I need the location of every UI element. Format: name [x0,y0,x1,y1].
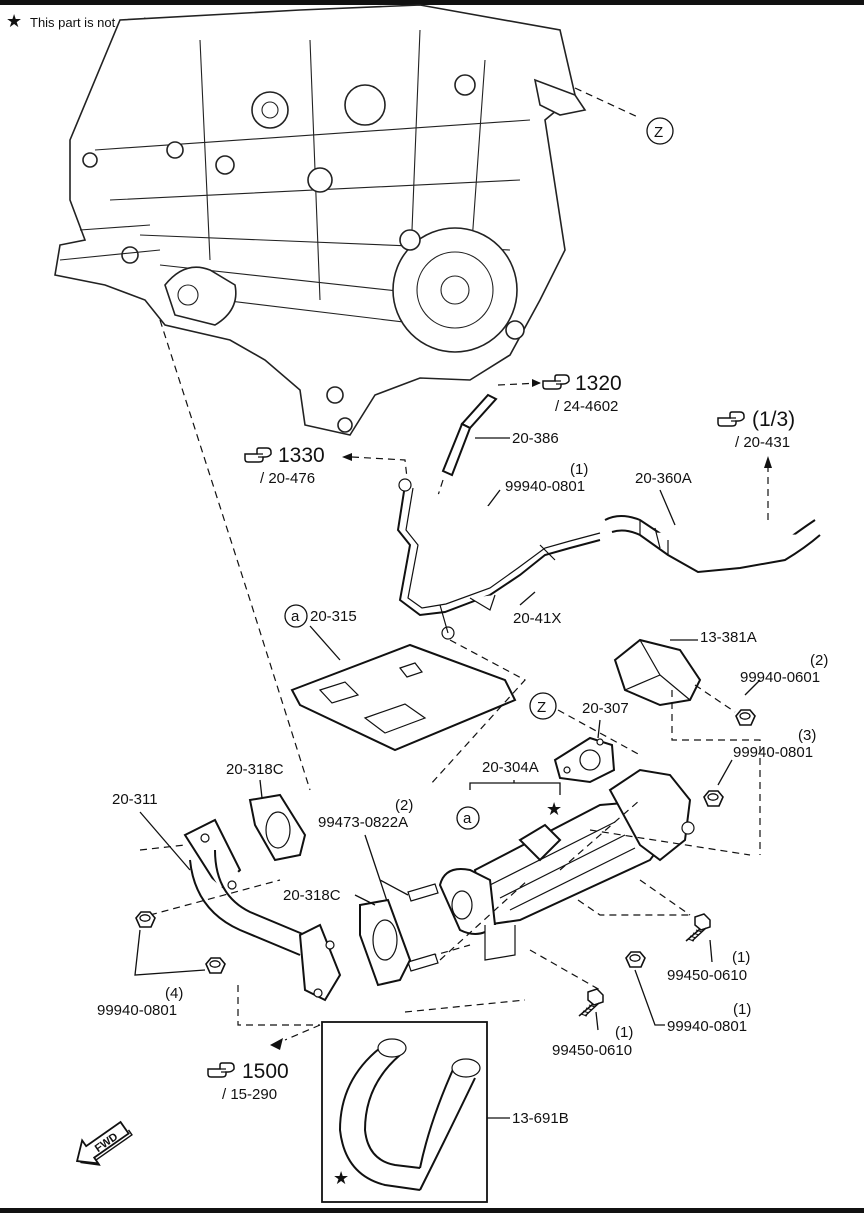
part-99450-0610-right: (1) 99450-0610 [639,879,750,984]
part-20-41X: 20-41X [396,478,601,640]
ref-1320: 1320 / 24-4602 [497,372,622,415]
svg-text:20-318C: 20-318C [283,887,341,904]
svg-text:99473-0822A: 99473-0822A [318,814,408,831]
svg-text:1500: 1500 [242,1060,289,1083]
svg-text:/ 20-476: / 20-476 [260,470,315,487]
svg-text:99940-0801: 99940-0801 [505,478,585,495]
pointing-hand-icon [717,411,745,427]
part-20-360A: 20-360A [604,470,821,574]
bottom-border [0,1208,864,1213]
svg-text:99450-0610: 99450-0610 [667,967,747,984]
svg-text:1330: 1330 [278,444,325,467]
part-99940-0801-bottom: (1) 99940-0801 [625,951,751,1035]
star-icon: ★ [6,11,22,31]
callout-z-lower: Z [529,692,641,756]
star-icon: ★ [546,799,562,819]
part-20-304A: 20-304A ★ a [438,759,751,991]
svg-text:(2): (2) [810,652,828,669]
part-20-386: 20-386 [429,393,559,521]
part-99473-0822A: (2) 99473-0822A [318,797,439,972]
svg-text:(2): (2) [395,797,413,814]
part-13-381A: 13-381A [613,629,761,855]
part-99940-0801-left: (4) 99940-0801 [97,911,226,1019]
part-20-318C-top: 20-318C [226,761,307,862]
part-20-311: 20-311 [112,791,342,1002]
pointing-hand-icon [542,374,570,390]
svg-text:20-304A: 20-304A [482,759,539,776]
part-99940-0801-mid: (3) 99940-0801 [703,727,816,807]
part-99940-0601: (2) 99940-0601 [694,652,828,726]
svg-text:(4): (4) [165,985,183,1002]
fwd-arrow-icon: FWD [75,1120,133,1166]
part-20-307: 20-307 [553,700,629,784]
svg-text:(1): (1) [615,1024,633,1041]
svg-text:20-307: 20-307 [582,700,629,717]
svg-text:a: a [291,608,300,625]
svg-text:(1): (1) [570,461,588,478]
svg-text:20-360A: 20-360A [635,470,692,487]
svg-text:99450-0610: 99450-0610 [552,1042,632,1059]
part-20-318C-mid: 20-318C [283,887,412,987]
svg-text:99940-0801: 99940-0801 [733,744,813,761]
top-border [0,0,864,5]
svg-text:/ 15-290: / 15-290 [222,1086,277,1103]
star-icon: ★ [333,1168,349,1188]
part-20-315: a 20-315 [284,604,526,786]
svg-text:20-315: 20-315 [310,608,357,625]
ref-1330: 1330 / 20-476 [244,444,408,487]
ref-1500: 1500 / 15-290 [207,1038,289,1103]
ref-1-3: (1/3) / 20-431 [717,408,795,525]
part-13-691B: ★ 13-691B [321,1021,569,1203]
svg-text:Z: Z [654,124,663,141]
svg-text:/ 24-4602: / 24-4602 [555,398,618,415]
svg-text:13-691B: 13-691B [512,1110,569,1127]
svg-text:20-386: 20-386 [512,430,559,447]
svg-text:/ 20-431: / 20-431 [735,434,790,451]
svg-text:20-318C: 20-318C [226,761,284,778]
svg-text:99940-0601: 99940-0601 [740,669,820,686]
svg-text:1320: 1320 [575,372,622,395]
svg-text:Z: Z [537,699,546,716]
svg-text:20-41X: 20-41X [513,610,561,627]
svg-text:20-311: 20-311 [112,791,158,808]
pointing-hand-icon [244,447,272,463]
svg-text:99940-0801: 99940-0801 [667,1018,747,1035]
svg-text:(3): (3) [798,727,816,744]
svg-text:a: a [463,810,472,827]
part-99450-0610-bottom: (1) 99450-0610 [552,988,633,1059]
svg-text:(1): (1) [733,1001,751,1018]
callout-z-upper: Z [574,87,674,145]
svg-text:99940-0801: 99940-0801 [97,1002,177,1019]
svg-text:13-381A: 13-381A [700,629,757,646]
svg-text:(1): (1) [732,949,750,966]
pointing-hand-icon [207,1062,235,1078]
svg-text:(1/3): (1/3) [752,408,795,431]
engine-block [54,4,587,436]
